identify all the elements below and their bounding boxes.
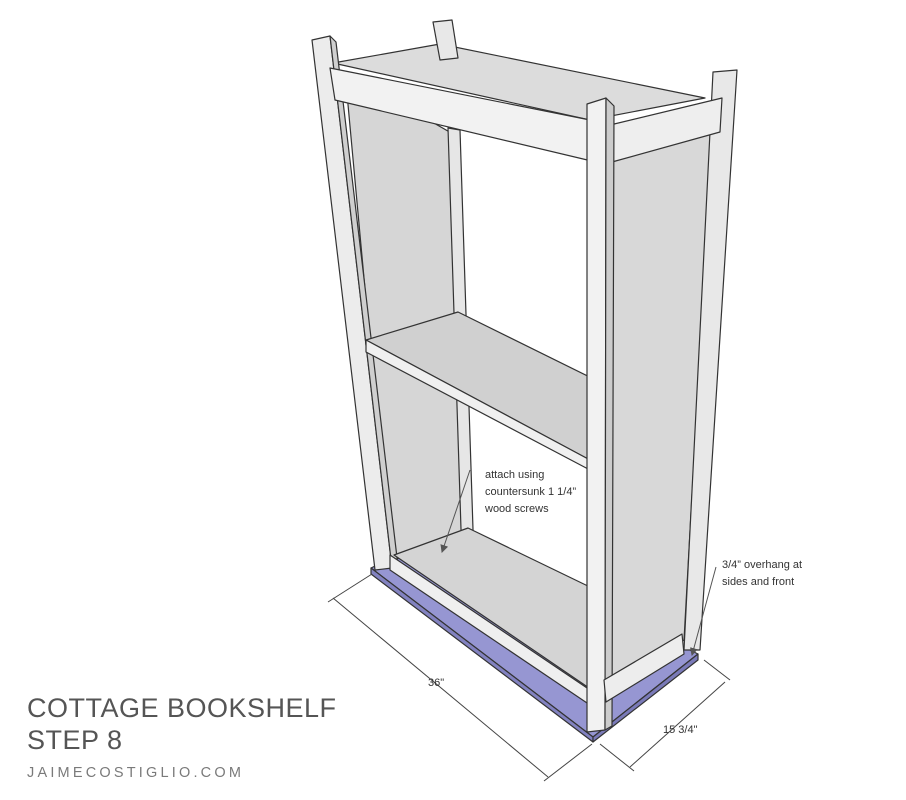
- width-dimension-tick-right: [543, 743, 593, 782]
- width-dimension-tick-left: [327, 573, 373, 603]
- website-credit: JAIMECOSTIGLIO.COM: [27, 765, 245, 781]
- depth-dimension-tick-back: [703, 659, 731, 681]
- right-bottom-rail: [603, 633, 685, 703]
- overhang-leader-line: [689, 566, 717, 656]
- right-front-post: [586, 97, 607, 733]
- depth-dimension-tick-front: [599, 743, 635, 772]
- screws-note: attach using countersunk 1 1/4” wood scr…: [484, 469, 579, 515]
- depth-dimension-line: [629, 681, 726, 768]
- right-back-post: [683, 69, 738, 651]
- screws-note-line-2: countersunk 1 1/4”: [485, 486, 576, 498]
- title-block: COTTAGE BOOKSHELF STEP 8: [27, 692, 337, 756]
- page-title: COTTAGE BOOKSHELF: [27, 693, 337, 723]
- screws-note-line-1: attach using: [485, 469, 544, 481]
- left-back-post: [432, 19, 459, 61]
- right-front-post-side: [604, 97, 615, 731]
- depth-dimension-label: 15 3/4": [663, 724, 698, 736]
- overhang-note: 3/4” overhang at sides and front: [722, 559, 805, 588]
- overhang-note-line-1: 3/4” overhang at: [722, 559, 802, 571]
- width-dimension-label: 36": [428, 677, 444, 689]
- screws-note-line-3: wood screws: [484, 503, 549, 515]
- top-board: [332, 43, 706, 121]
- screws-leader-line: [440, 469, 471, 553]
- base-board-side: [592, 653, 699, 743]
- step-label: STEP 8: [27, 725, 123, 755]
- overhang-note-line-2: sides and front: [722, 576, 794, 588]
- width-dimension-line: [332, 597, 549, 778]
